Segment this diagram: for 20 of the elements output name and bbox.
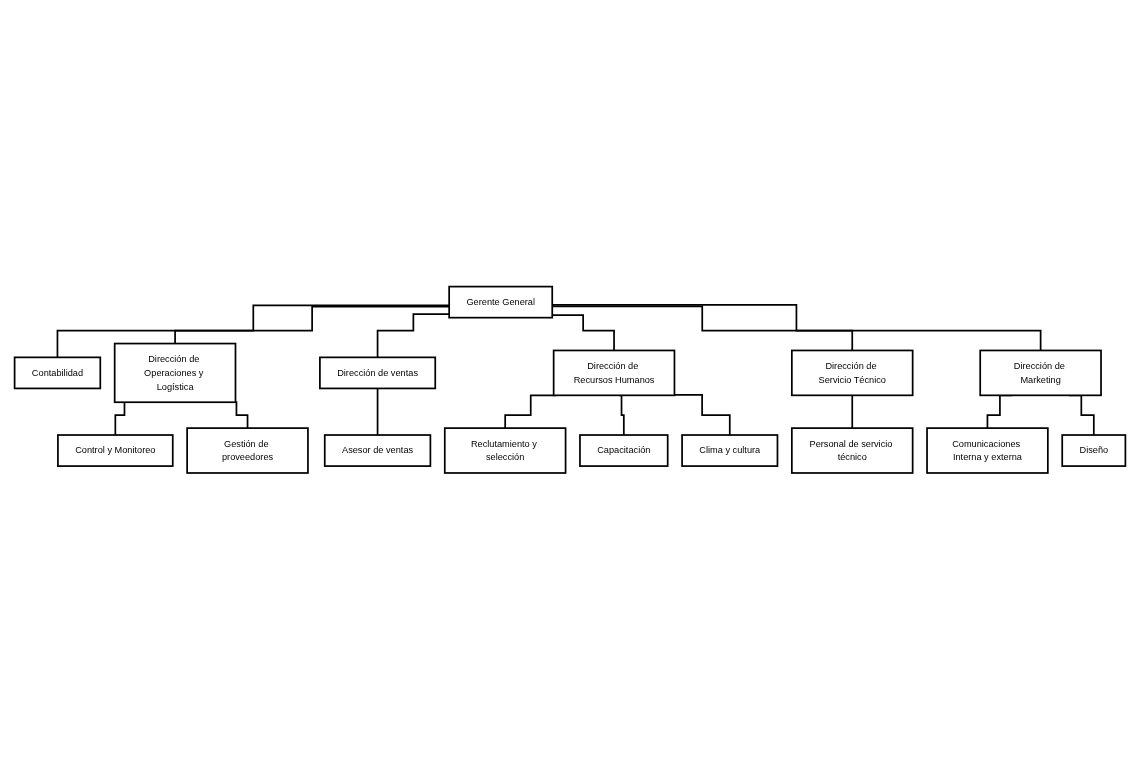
node-box: Gerente General: [448, 285, 554, 319]
node-box: Dirección de Marketing: [979, 349, 1102, 397]
node-box: Dirección de Operaciones y Logística: [113, 342, 237, 404]
node-box: Control y Monitoreo: [57, 434, 174, 468]
node-box: Clima y cultura: [681, 434, 779, 468]
node-box: Contabilidad: [13, 356, 102, 390]
node-box: Capacitación: [579, 434, 669, 468]
connector: [376, 387, 379, 437]
node-box: Dirección de ventas: [319, 356, 437, 390]
node-box: Asesor de ventas: [323, 434, 432, 468]
node-box: Comunicaciones Interna y externa: [926, 427, 1049, 475]
connector: [673, 394, 731, 437]
node-box: Gestión de proveedores: [186, 427, 309, 475]
node-box: Reclutamiento y selección: [443, 427, 567, 475]
connector: [618, 394, 625, 437]
node-box: Personal de servicio técnico: [790, 427, 914, 475]
connector: [851, 394, 854, 430]
node-box: Diseño: [1061, 434, 1127, 468]
node-box: Dirección de Recursos Humanos: [552, 349, 676, 397]
node-box: Dirección de Servicio Técnico: [790, 349, 914, 397]
